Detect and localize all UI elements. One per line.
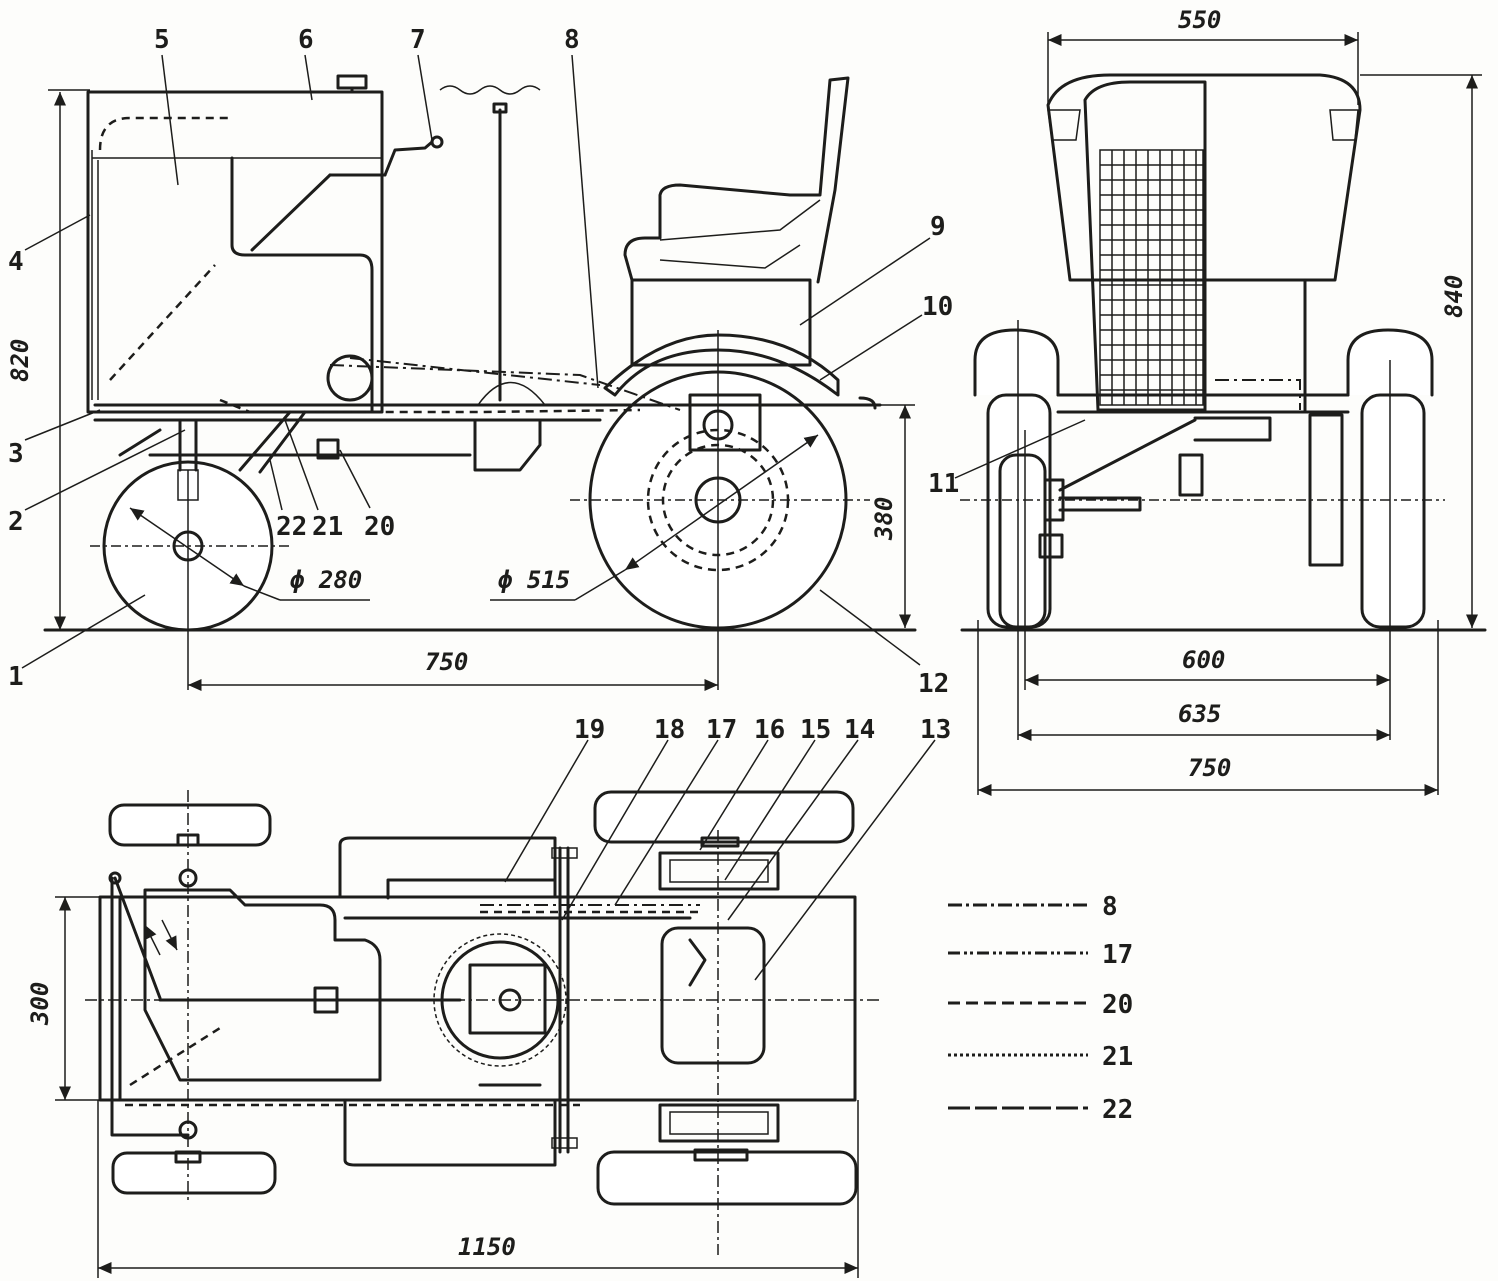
dim-track-635: 635: [1178, 700, 1221, 728]
callout-18: 18: [654, 715, 685, 745]
callout-21: 21: [312, 512, 343, 542]
dim-front-wheel-dia: ϕ 280: [290, 566, 362, 594]
radiator-grille: [1099, 149, 1204, 406]
hidden-hood-line: [98, 116, 232, 151]
dim-wheelbase: 750: [425, 648, 468, 676]
rear-fender: [603, 333, 840, 397]
dim-track-600: 600: [1182, 646, 1225, 674]
top-chain-case-right: [658, 1103, 780, 1143]
radiator: [1083, 80, 1207, 412]
dim-overall-length: 1150: [458, 1233, 516, 1261]
callout-11: 11: [928, 469, 959, 499]
legend-label-22: 22: [1102, 1095, 1133, 1125]
callout-9: 9: [930, 212, 946, 242]
top-chain-case-left: [658, 851, 780, 891]
callout-3: 3: [8, 439, 24, 469]
front-tyre: [998, 453, 1047, 629]
top-rear-left-wheel: [593, 790, 855, 844]
callout-17: 17: [706, 715, 737, 745]
dim-side-height: 820: [6, 339, 34, 382]
side-dimensions: 820 ϕ 280 ϕ 515 380 750: [6, 89, 915, 691]
callout-16: 16: [754, 715, 785, 745]
legend-label-21: 21: [1102, 1042, 1133, 1072]
line-legend: 8 17 20 21 22: [948, 892, 1133, 1125]
dim-rear-wheel-dia: ϕ 515: [498, 566, 570, 594]
left-fender: [973, 328, 1060, 397]
legend-label-20: 20: [1102, 990, 1133, 1020]
chain-case: [1308, 413, 1344, 567]
callout-15: 15: [800, 715, 831, 745]
legend-label-17: 17: [1102, 940, 1133, 970]
callout-7: 7: [410, 25, 426, 55]
callout-10: 10: [922, 292, 953, 322]
callout-14: 14: [844, 715, 875, 745]
hood-outline: [86, 90, 384, 414]
callout-8: 8: [564, 25, 580, 55]
front-dimensions: 550 840 600 635 750: [978, 6, 1482, 796]
front-view: [960, 73, 1487, 795]
dim-overall-width: 750: [1188, 754, 1231, 782]
callout-6: 6: [298, 25, 314, 55]
side-callouts: 1 2 3 4 5 6 7 8 9 10 12 22 21 20: [8, 25, 953, 699]
seat-base: [630, 278, 812, 367]
dim-front-height: 840: [1440, 275, 1468, 318]
top-view: [85, 790, 880, 1255]
top-body-outline: [98, 895, 857, 1102]
dim-top-width: 300: [26, 982, 54, 1026]
dim-front-top-width: 550: [1178, 6, 1221, 34]
rear-tank: [660, 926, 766, 1065]
callout-13: 13: [920, 715, 951, 745]
top-front-left-wheel: [108, 803, 272, 847]
callout-20: 20: [364, 512, 395, 542]
callout-4: 4: [8, 247, 24, 277]
callout-2: 2: [8, 507, 24, 537]
right-rear-tyre: [1360, 393, 1426, 629]
callout-19: 19: [574, 715, 605, 745]
top-rear-right-wheel: [596, 1150, 858, 1206]
top-front-right-wheel: [111, 1151, 277, 1195]
top-dimensions: 300 1150: [26, 896, 859, 1278]
front-hood: [1046, 73, 1362, 282]
callout-22: 22: [276, 512, 307, 542]
callout-1: 1: [8, 662, 24, 692]
fuel-cap: [336, 74, 368, 90]
callout-12: 12: [918, 669, 949, 699]
steering-wheel-line: [439, 85, 541, 95]
legend-label-8: 8: [1102, 892, 1118, 922]
callout-5: 5: [154, 25, 170, 55]
dim-axle-height: 380: [870, 497, 898, 541]
belt-8: [329, 364, 681, 411]
top-callouts: 19 18 17 16 15 14 13: [504, 715, 951, 981]
